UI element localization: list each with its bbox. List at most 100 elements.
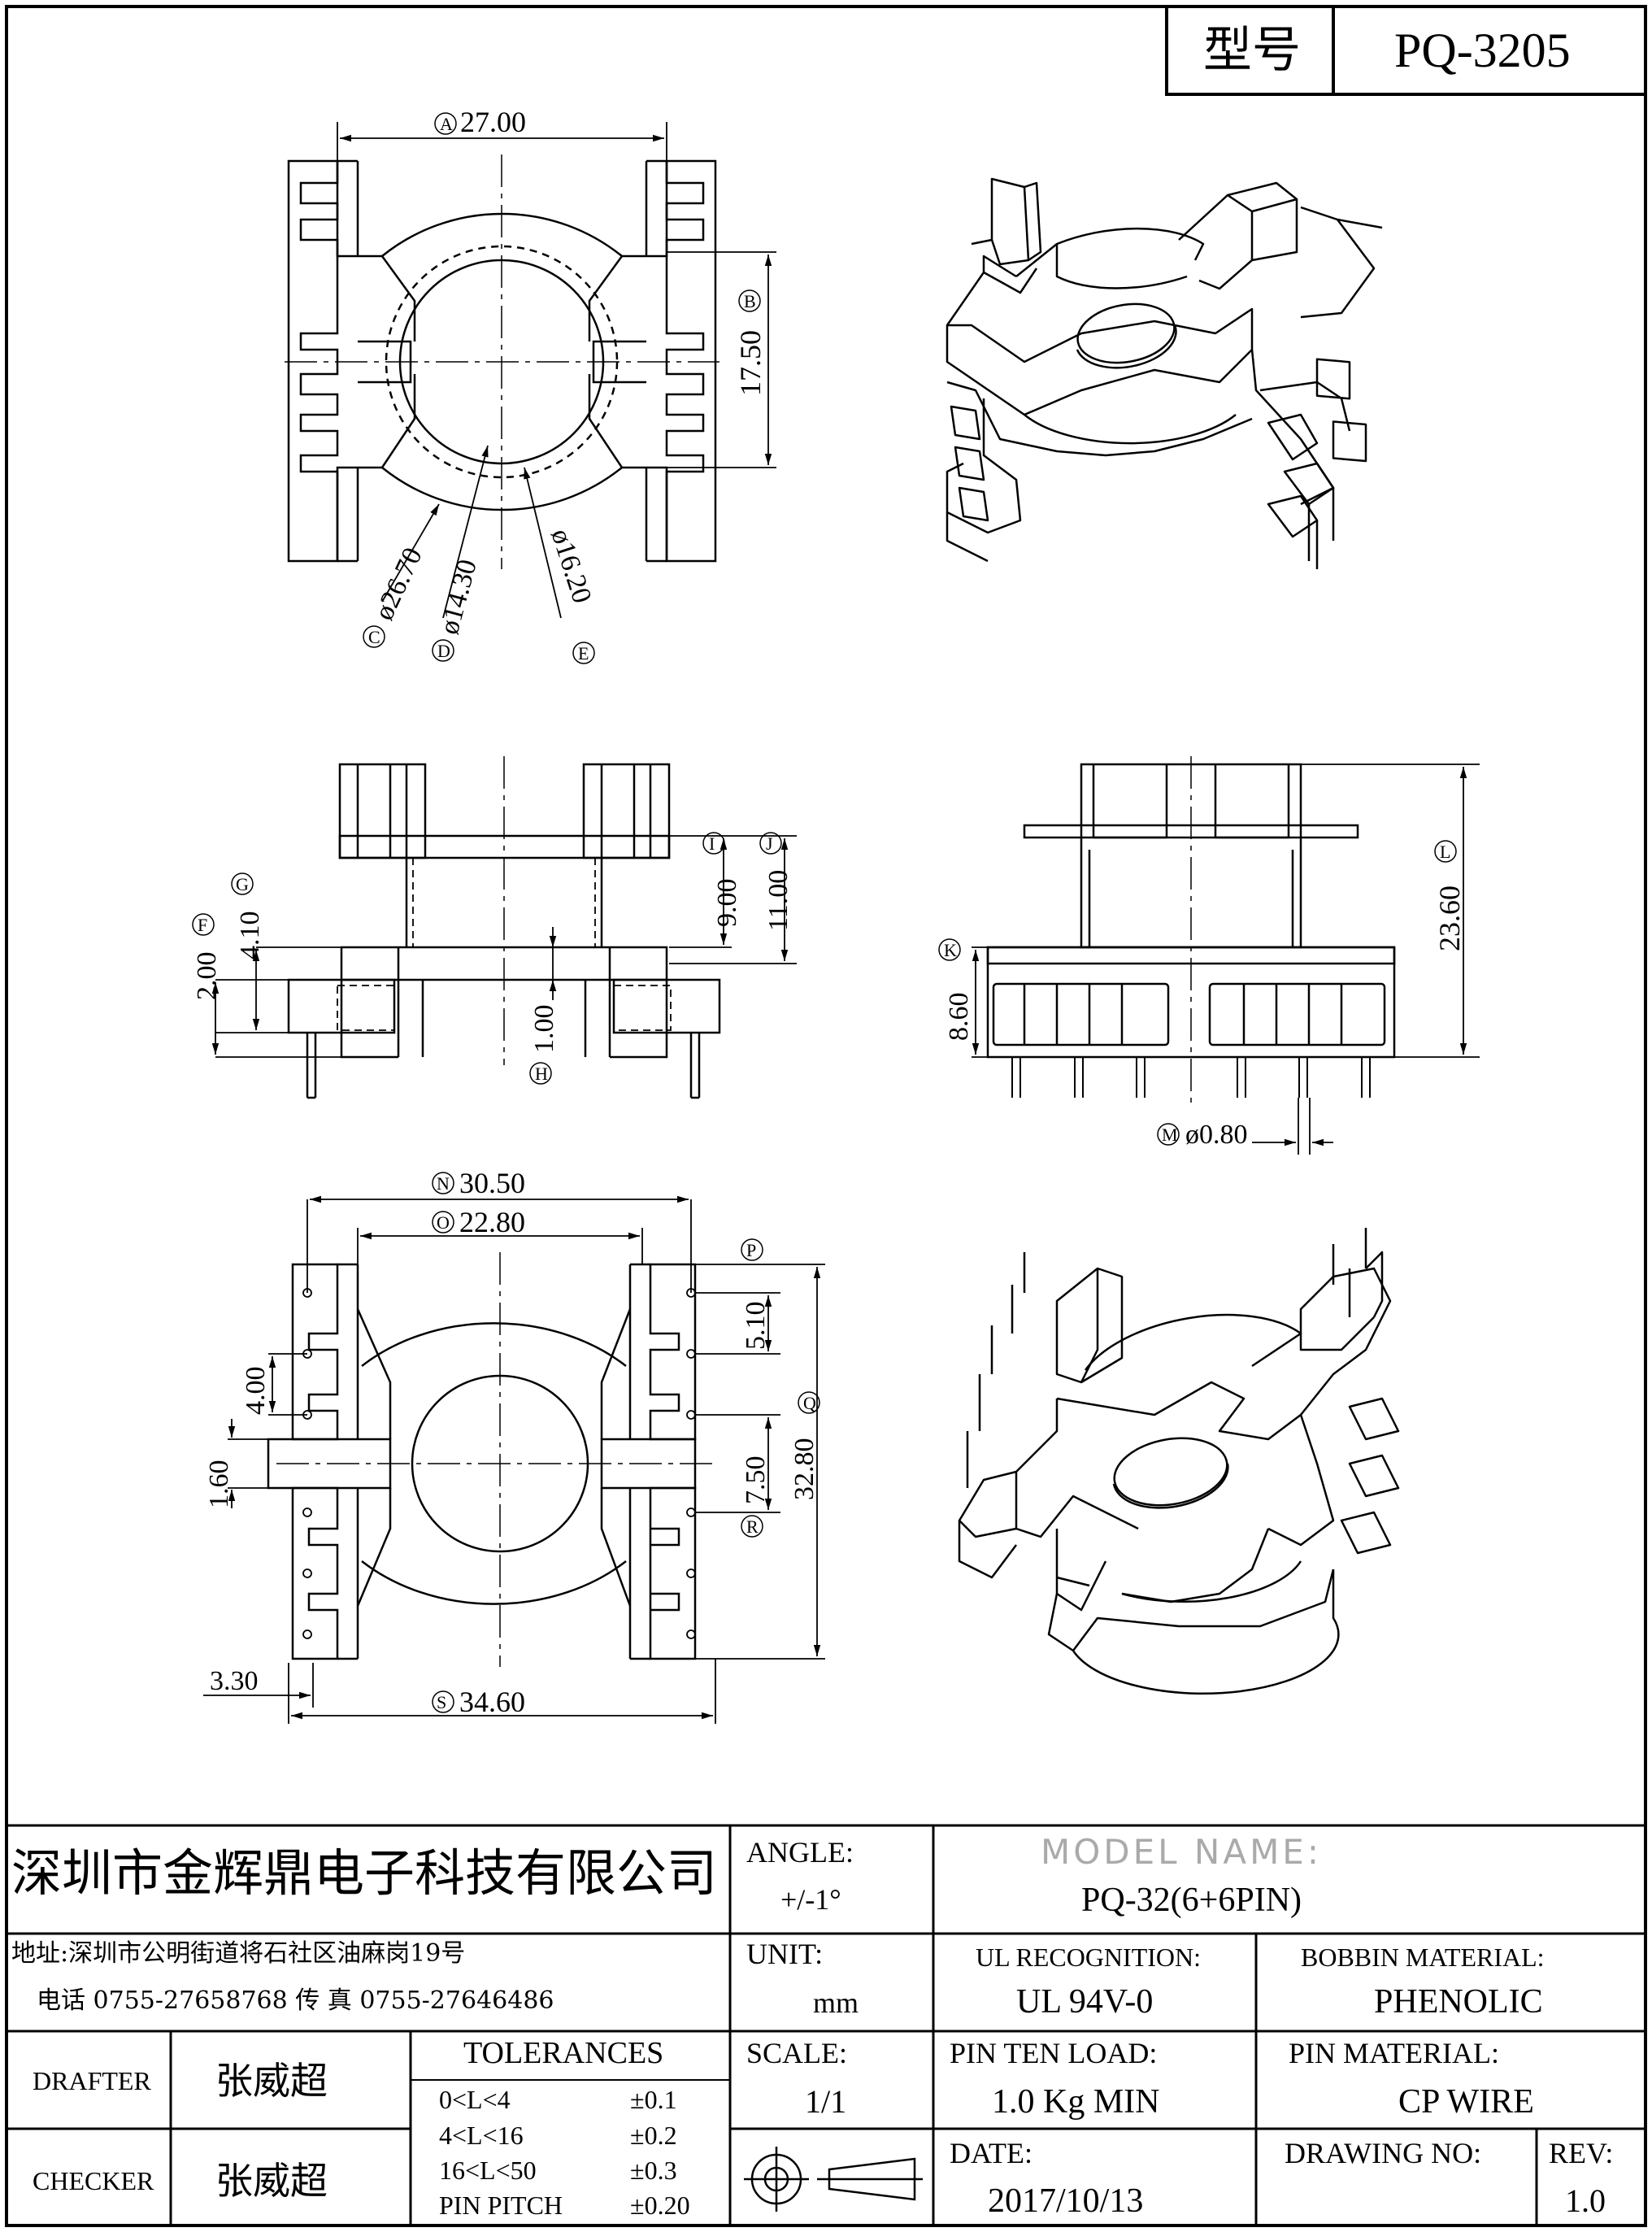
front-view-dimensions [211,835,797,1058]
dim-O-label: O [437,1212,450,1233]
dim-H-label: H [535,1064,548,1084]
model-value: PQ-3205 [1394,24,1571,77]
tol-range-0: 0<L<4 [439,2085,511,2114]
date-value: 2017/10/13 [988,2182,1143,2220]
dim-C-value: ø26.70 [369,543,428,624]
rev-value: 1.0 [1565,2182,1606,2219]
dim-P-value: 5.10 [741,1302,771,1351]
bottom-view [267,1263,697,1660]
dim-D-value: ø14.30 [434,556,483,637]
top-view-dimensions [337,122,776,619]
dim-L-label: L [1440,842,1450,862]
pin-material-value: CP WIRE [1398,2083,1534,2121]
pin-ten-load-label: PIN TEN LOAD: [950,2037,1157,2069]
pin-ten-load-value: 1.0 Kg MIN [992,2083,1160,2121]
dim-G-label: G [236,874,249,894]
dim-L-value: 23.60 [1433,885,1466,951]
checker-label: CHECKER [33,2166,154,2195]
angle-label: ANGLE: [746,1836,854,1869]
unit-label: UNIT: [746,1938,823,1970]
projection-symbol [744,2147,923,2212]
side-view-dimensions [972,764,1480,1155]
tol-range-2: 16<L<50 [439,2156,537,2185]
drawing-no-label: DRAWING NO: [1285,2137,1481,2169]
top-view-centerlines [285,154,719,569]
isometric-view-top [946,177,1383,569]
drafter-label: DRAFTER [33,2066,151,2095]
dim-Q-label: Q [803,1393,816,1413]
front-view-dim-text: I 9.00 J 11.00 G 4.10 F 2.00 H 1.00 [192,832,793,1085]
rev-label: REV: [1549,2137,1613,2169]
top-view-dim-text: A 27.00 B 17.50 C ø26.70 D ø14.30 E ø16.… [363,106,767,664]
company-name: 深圳市金辉鼎电子科技有限公司 [11,1843,717,1903]
dim-E-label: E [578,643,589,664]
ul-label: UL RECOGNITION: [976,1943,1201,1972]
drafter-value: 张威超 [215,2059,328,2103]
front-view-hidden [337,858,672,1031]
dim-A-value: 27.00 [460,106,526,138]
dim-S-value: 34.60 [459,1686,525,1718]
dim-O-value: 22.80 [459,1206,525,1238]
tol-value-3: ±0.20 [630,2191,690,2220]
dim-I-label: I [709,833,715,854]
dim-K-label: K [944,940,957,960]
dim-C-label: C [368,627,380,647]
dim-B-value: 17.50 [734,330,767,396]
dim-N-label: N [437,1173,450,1194]
sheet-border [5,5,1647,2227]
dim-K-value: 8.60 [944,993,974,1042]
pin-material-label: PIN MATERIAL: [1289,2037,1499,2069]
dim-P-label: P [746,1240,756,1260]
dim-M-value: ø0.80 [1185,1120,1248,1150]
tol-value-0: ±0.1 [630,2085,677,2114]
tol-range-1: 4<L<16 [439,2121,524,2150]
dim-offset-value: 3.30 [210,1666,259,1696]
dim-J-value: 11.00 [763,870,793,931]
dim-H-value: 1.00 [529,1005,559,1054]
dim-R-label: R [746,1516,759,1537]
dim-E-value: ø16.20 [545,525,597,607]
dim-R-value: 7.50 [741,1456,771,1505]
bobbin-value: PHENOLIC [1374,1983,1543,2021]
bottom-view-dimensions [203,1195,825,1724]
dim-M-label: M [1162,1125,1178,1145]
company-address: 地址:深圳市公明街道将石社区油麻岗19号 [11,1939,465,1968]
dim-Q-value: 32.80 [789,1438,819,1501]
dim-B-label: B [744,291,756,311]
bobbin-label: BOBBIN MATERIAL: [1301,1943,1545,1972]
title-block-text: 深圳市金辉鼎电子科技有限公司 地址:深圳市公明街道将石社区油麻岗19号 电话 0… [11,1832,1613,2220]
tolerances-label: TOLERANCES [463,2036,663,2070]
model-header: 型号 PQ-3205 [1165,5,1647,96]
dim-F-label: F [198,915,207,935]
dim-pitch-value: 4.00 [241,1367,271,1416]
model-label: 型号 [1203,22,1301,79]
dim-A-label: A [440,114,453,134]
dim-G-value: 4.10 [235,912,265,960]
dim-D-label: D [437,641,450,661]
dim-J-label: J [766,833,773,854]
dim-F-value: 2.00 [192,952,222,1001]
scale-label: SCALE: [746,2037,847,2069]
model-name-value: PQ-32(6+6PIN) [1081,1882,1302,1919]
tol-range-3: PIN PITCH [439,2191,563,2220]
title-block-grid [7,1824,1645,2225]
dim-pin-width-value: 1.60 [204,1460,234,1509]
angle-value: +/-1° [780,1883,841,1916]
isometric-view-bottom [958,1228,1400,1695]
ul-value: UL 94V-0 [1016,1983,1153,2021]
side-view-dim-text: L 23.60 K 8.60 M ø0.80 [938,840,1466,1150]
dim-N-value: 30.50 [459,1167,525,1199]
bottom-view-centerlines [276,1252,715,1667]
tol-value-2: ±0.3 [630,2156,677,2185]
model-name-label: MODEL NAME: [1041,1832,1322,1872]
dim-I-value: 9.00 [712,879,742,928]
company-phone: 电话 0755-27658768 传 真 0755-27646486 [37,1986,554,2015]
tol-value-1: ±0.2 [630,2121,677,2150]
checker-value: 张威超 [215,2159,328,2203]
date-label: DATE: [950,2137,1032,2169]
scale-value: 1/1 [805,2083,846,2120]
bottom-view-dim-text: N 30.50 O 22.80 P 5.10 Q 32.80 R 7.50 S … [204,1167,820,1718]
dim-S-label: S [437,1692,446,1712]
unit-value: mm [813,1986,859,2019]
